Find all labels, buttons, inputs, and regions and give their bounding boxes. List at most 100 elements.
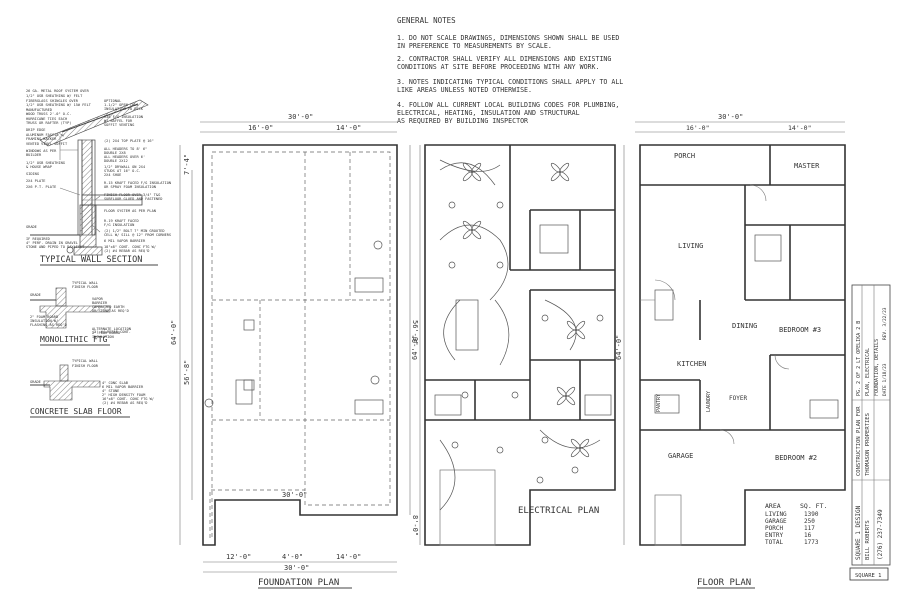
- wall-section-note: & HOUSE WRAP: [26, 165, 52, 169]
- general-note-line: 1. DO NOT SCALE DRAWINGS, DIMENSIONS SHO…: [397, 34, 619, 42]
- wall-section-note: BUILDER: [26, 153, 42, 157]
- foundation-dim-height: 64'-0": [170, 320, 178, 345]
- foundation-dim-side-b: 56'-0": [411, 320, 419, 345]
- footing: [73, 246, 103, 256]
- monolithic-title: MONOLITHIC FTG: [40, 335, 108, 344]
- door-swing: [749, 184, 767, 202]
- wire-run: [439, 439, 456, 511]
- wall-section-note: CELL W/ SILL @ 12" FROM CORNERS: [104, 233, 171, 237]
- general-notes: GENERAL NOTES 1. DO NOT SCALE DRAWINGS, …: [397, 16, 623, 125]
- tub-outline: [354, 277, 384, 293]
- foundation-dim-side-c: 8'-0": [411, 515, 419, 536]
- slab-note: 2" HIGH DENSITY FOAM: [102, 393, 146, 397]
- toilet-drain: [373, 240, 383, 250]
- wire-run: [439, 224, 509, 301]
- drain-pipe: [66, 246, 74, 254]
- foundation-dim-small: 7'-4": [183, 154, 191, 175]
- area-table-sqft: 1390: [804, 511, 819, 518]
- area-table-room: ENTRY: [765, 532, 783, 539]
- slab-note: FINISH FLOOR: [72, 364, 99, 368]
- foundation-dim-overall: 30'-0": [288, 113, 313, 121]
- light-fixture-icon: [496, 446, 504, 454]
- wall-section-note: VENTED VINYL SOFFIT: [26, 142, 68, 146]
- electrical-dim-height: 64'-0": [411, 335, 419, 360]
- monolithic-note: 2" FOAM BOARD: [92, 331, 120, 335]
- light-fixture-icon: [496, 201, 504, 209]
- room-dining: DINING: [732, 322, 757, 330]
- light-fixture-icon: [541, 314, 549, 322]
- general-note-line: 2. CONTRACTOR SHALL VERIFY ALL DIMENSION…: [397, 55, 611, 63]
- slab-note: GRADE: [30, 380, 41, 384]
- general-note-line: 4. FOLLOW ALL CURRENT LOCAL BUILDING COD…: [397, 101, 619, 109]
- wire-run: [544, 299, 577, 351]
- light-fixture-icon: [496, 261, 504, 269]
- wall-section-note: R-19 KRAFT FACED: [104, 219, 139, 223]
- monolithic-note: VAPOR: [92, 297, 104, 301]
- shower: [754, 234, 782, 262]
- electrical-title: ELECTRICAL PLAN: [518, 506, 599, 516]
- kitchen-island: [455, 299, 479, 351]
- slab-note: 4" STONE: [102, 389, 119, 393]
- tub-outline: [354, 399, 384, 415]
- wall-section-note: WOOD TRUSS 2'-0" O.C.: [26, 112, 71, 116]
- room-bedroom-3: BEDROOM #3: [779, 326, 821, 334]
- door-swing: [719, 429, 735, 445]
- toilet-drain: [370, 375, 380, 385]
- fireplace: [654, 289, 674, 321]
- ceiling-fan-icon: [462, 220, 482, 240]
- wall-section-note: 1-1/2" OPEN CELL: [104, 103, 139, 107]
- area-table-header-area: AREA: [765, 502, 781, 510]
- room-garage: GARAGE: [668, 452, 693, 460]
- foundation-dim-bottom-a: 12'-0": [226, 553, 251, 561]
- room-master: MASTER: [794, 162, 820, 170]
- general-note-line: ELECTRICAL, HEATING, INSULATION AND STRU…: [397, 109, 580, 117]
- light-fixture-icon: [541, 436, 549, 444]
- wall-section-note: MANUFACTURED: [26, 108, 52, 112]
- general-note-line: IN PREFERENCE TO MEASUREMENTS BY SCALE.: [397, 42, 552, 50]
- leader-line: [91, 224, 101, 233]
- area-table-room: GARAGE: [765, 518, 787, 525]
- wall-section-note: (2) 1/2" BOLT 7" MIN GROUTED: [104, 229, 165, 233]
- tub: [654, 394, 680, 414]
- mono-wall: [55, 287, 67, 307]
- wall-section-note: 1/2" OSB SHEATHING W/ 15# FELT: [26, 103, 92, 107]
- wall-section-note: TRUSS OR RAFTER (TYP): [26, 121, 71, 125]
- light-fixture-icon: [448, 261, 456, 269]
- ceiling-fan-icon: [550, 162, 570, 182]
- wall-section-note: HURRICANE TIES EACH: [26, 117, 67, 121]
- slab-wall: [59, 364, 69, 382]
- garage-door-opening: [654, 494, 682, 546]
- tub: [809, 399, 839, 419]
- wall-section-title: TYPICAL WALL SECTION: [40, 255, 142, 265]
- floor-plan: 30'-0" 16'-0" 14'-0" 64'-0" PORCH M: [615, 113, 846, 589]
- door-swing: [640, 279, 676, 301]
- monolithic-note: 2" FOAM BOARD: [30, 315, 58, 319]
- cleanout: [204, 398, 214, 408]
- square1-logo: [849, 567, 889, 581]
- wall-section-note: FINISH FLOOR OVER 3/4" T&G: [104, 193, 160, 197]
- general-note-line: LIKE AREAS UNLESS NOTED OTHERWISE.: [397, 86, 532, 94]
- slab-note: 6 MIL VAPOR BARRIER: [102, 385, 144, 389]
- wall-section-note: 2X6 P.T. PLATE: [26, 185, 56, 189]
- wire-run: [443, 299, 461, 361]
- monolithic-note: BARRIER: [92, 301, 108, 305]
- wall-section-note: SOFFIT VENTING: [104, 123, 134, 127]
- foundation-dim-notch: 30'-0": [282, 491, 307, 499]
- wall-section-note: ALUMINUM FASCIA W/: [26, 133, 65, 137]
- tub-outline: [235, 379, 253, 405]
- door-swing: [774, 354, 790, 370]
- slab-note: 16"x8" CONT. CONC FTG W/: [102, 397, 154, 401]
- room-porch: PORCH: [674, 152, 695, 160]
- leader-line: [59, 187, 81, 196]
- title-block: SQUARE 1 DESIGN BILL ROBERTS (276) 237-7…: [849, 284, 891, 581]
- wall-section-note: DRIP EDGE: [26, 128, 45, 132]
- monolithic-note: FINISH FLOOR: [72, 285, 99, 289]
- wall-section-note: DOUBLE 2X8: [104, 151, 126, 155]
- pier: [243, 319, 255, 331]
- foundation-inner-outline: [209, 151, 391, 539]
- title-client: THOMASON PROPERTIES: [865, 413, 871, 476]
- wall-section-note: FRAMING BACKER: [26, 137, 57, 141]
